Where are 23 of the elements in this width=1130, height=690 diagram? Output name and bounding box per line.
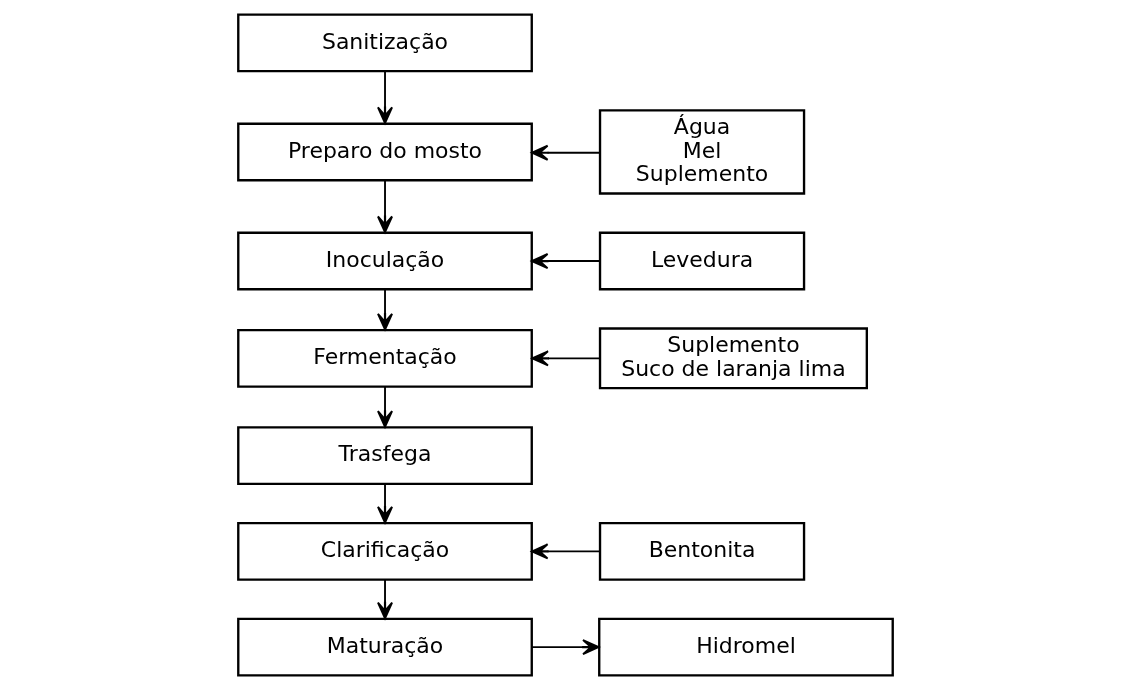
arrow [376,179,393,234]
arrow [530,543,601,560]
arrow [376,70,393,125]
arrow [530,350,601,367]
node-box: Fermentação [236,328,533,388]
arrow [376,386,393,428]
node-box: Suplemento Suco de laranja lima [598,327,868,390]
node-box: Sanitização [236,13,533,73]
node-box: Hidromel [597,617,894,677]
node-box: Bentonita [598,521,805,581]
node-box: Inoculação [236,231,533,291]
node-box: Preparo do mosto [236,122,533,182]
arrow [376,579,393,620]
arrow [376,288,393,331]
node-box: Levedura [598,231,805,291]
arrow [530,253,601,270]
node-box: Clarificação [236,521,533,581]
node-box: Trasfega [236,426,533,486]
node-box: Maturação [236,617,533,677]
arrow [530,639,600,656]
arrow [530,144,601,161]
node-box: Água Mel Suplemento [598,109,805,195]
arrow [376,483,393,524]
